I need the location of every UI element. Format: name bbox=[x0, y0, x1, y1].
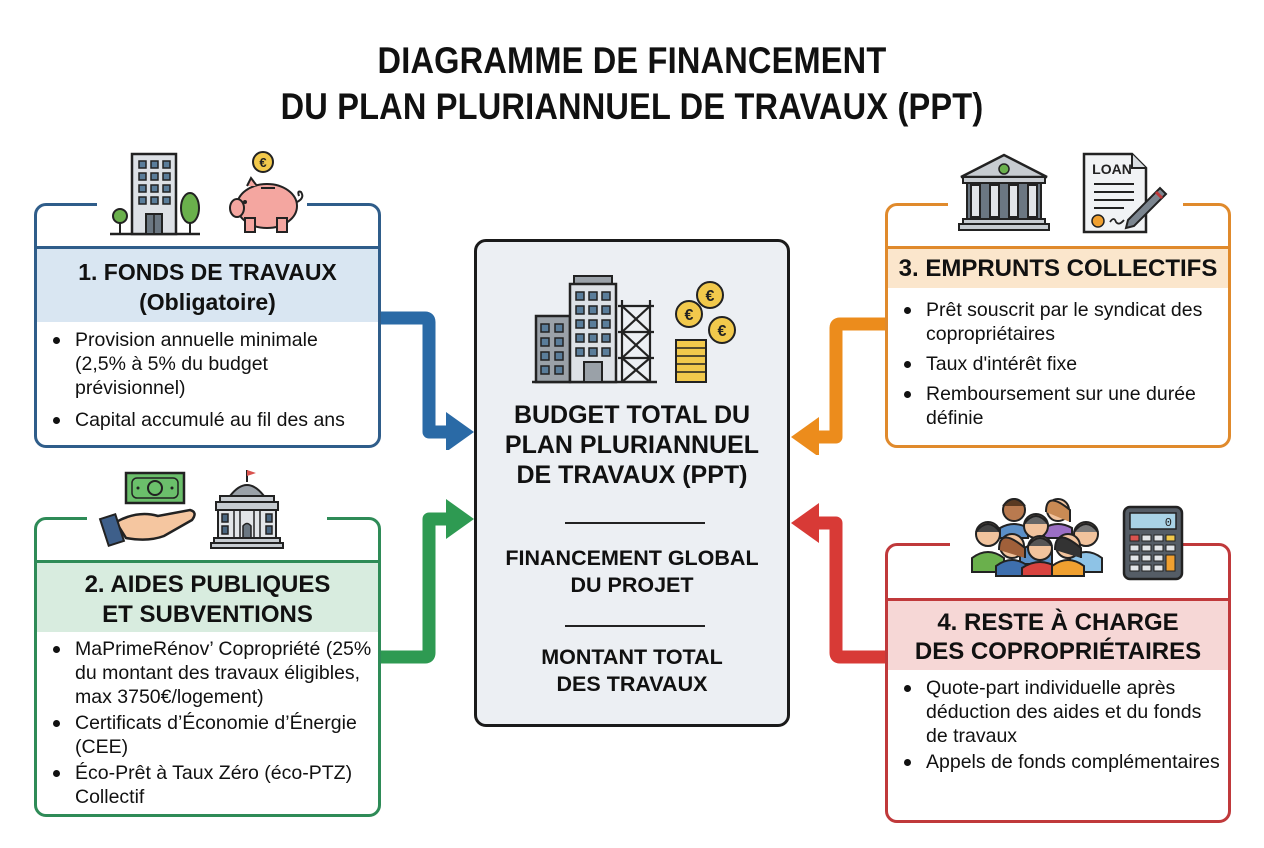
title-line-1: DIAGRAMME DE FINANCEMENT bbox=[377, 40, 887, 81]
budget-total-heading: BUDGET TOTAL DU PLAN PLURIANNUEL DE TRAV… bbox=[477, 400, 787, 490]
bullet-item: MaPrimeRénov’ Copropriété (25% du montan… bbox=[53, 638, 372, 708]
box-title: 1. FONDS DE TRAVAUX bbox=[78, 259, 337, 285]
box-aides-publiques: 2. AIDES PUBLIQUES ET SUBVENTIONS MaPrim… bbox=[34, 516, 381, 817]
bullet-item: Certificats d’Économie d’Énergie (CEE) bbox=[53, 711, 372, 759]
financement-global-label: FINANCEMENT GLOBAL DU PROJET bbox=[477, 545, 787, 599]
subheading-line: FINANCEMENT GLOBAL bbox=[505, 546, 759, 570]
box-title: 4. RESTE À CHARGE bbox=[937, 609, 1179, 636]
box-title: 3. EMPRUNTS COLLECTIFS bbox=[898, 255, 1218, 282]
montant-total-label: MONTANT TOTAL DES TRAVAUX bbox=[477, 644, 787, 698]
svg-text:LOAN: LOAN bbox=[1092, 161, 1132, 177]
box-reste-a-charge: 4. RESTE À CHARGE DES COPROPRIÉTAIRES Qu… bbox=[885, 542, 1231, 823]
svg-text:0: 0 bbox=[1165, 516, 1172, 530]
svg-text:€: € bbox=[685, 307, 694, 324]
government-building-icon bbox=[210, 470, 284, 549]
arrow-reste-to-budget-icon bbox=[791, 503, 887, 664]
bullet-list: Quote-part individuelle après déduction … bbox=[888, 676, 1228, 776]
box-header: 2. AIDES PUBLIQUES ET SUBVENTIONS bbox=[37, 560, 378, 632]
svg-text:€: € bbox=[706, 288, 715, 305]
bullet-item: Capital accumulé au fil des ans bbox=[53, 408, 372, 432]
bullet-item: Remboursement sur une durée définie bbox=[904, 382, 1222, 430]
box-header: 1. FONDS DE TRAVAUX (Obligatoire) bbox=[37, 246, 378, 322]
bullet-list: Provision annuelle minimale (2,5% à 5% d… bbox=[37, 328, 378, 440]
footer-line: MONTANT TOTAL bbox=[541, 645, 723, 669]
piggy-bank-euro-icon: € bbox=[229, 151, 304, 233]
box-header: 3. EMPRUNTS COLLECTIFS bbox=[888, 246, 1228, 288]
heading-line: PLAN PLURIANNUEL bbox=[504, 431, 760, 459]
loan-document-icon: LOAN bbox=[1082, 152, 1168, 234]
bullet-list: MaPrimeRénov’ Copropriété (25% du montan… bbox=[37, 637, 378, 811]
budget-total-box: € € € BUDGET TOTAL DU PLAN PLURIANNUEL D… bbox=[474, 239, 790, 727]
box-title-line-2: ET SUBVENTIONS bbox=[102, 601, 313, 628]
bank-icon bbox=[958, 153, 1050, 231]
box-title-line-2: DES COPROPRIÉTAIRES bbox=[914, 638, 1202, 665]
calculator-icon: 0 bbox=[1122, 505, 1184, 581]
box-subtitle: (Obligatoire) bbox=[139, 289, 276, 315]
box-emprunts-collectifs: 3. EMPRUNTS COLLECTIFS Prêt souscrit par… bbox=[885, 202, 1231, 448]
arrow-aides-to-budget-icon bbox=[380, 499, 474, 664]
bullet-item: Taux d'intérêt fixe bbox=[904, 352, 1222, 376]
box-fonds-de-travaux: 1. FONDS DE TRAVAUX (Obligatoire) Provis… bbox=[34, 202, 381, 448]
bullet-item: Éco-Prêt à Taux Zéro (éco-PTZ) Collectif bbox=[53, 761, 372, 809]
arrow-emprunts-to-budget-icon bbox=[791, 317, 887, 455]
euro-coins-icon: € € € bbox=[675, 281, 736, 383]
subheading-line: DU PROJET bbox=[570, 573, 694, 597]
bullet-list: Prêt souscrit par le syndicat des coprop… bbox=[888, 298, 1228, 436]
bullet-item: Appels de fonds complémentaires bbox=[904, 750, 1222, 774]
box-title: 2. AIDES PUBLIQUES bbox=[84, 571, 331, 598]
divider bbox=[565, 522, 705, 524]
box-header: 4. RESTE À CHARGE DES COPROPRIÉTAIRES bbox=[888, 598, 1228, 670]
arrow-fonds-to-budget-icon bbox=[380, 311, 474, 450]
diagram-title: DIAGRAMME DE FINANCEMENT DU PLAN PLURIAN… bbox=[76, 38, 1188, 130]
svg-text:€: € bbox=[259, 155, 266, 170]
bullet-item: Prêt souscrit par le syndicat des coprop… bbox=[904, 298, 1222, 346]
title-line-2: DU PLAN PLURIANNUEL DE TRAVAUX (PPT) bbox=[280, 86, 984, 127]
heading-line: DE TRAVAUX (PPT) bbox=[516, 461, 748, 489]
people-group-icon bbox=[971, 498, 1103, 577]
svg-text:€: € bbox=[718, 323, 727, 340]
divider bbox=[565, 625, 705, 627]
footer-line: DES TRAVAUX bbox=[556, 672, 708, 696]
building-trees-icon bbox=[110, 152, 200, 236]
buildings-scaffolding-icon bbox=[532, 275, 657, 384]
heading-line: BUDGET TOTAL DU bbox=[513, 401, 751, 429]
hand-money-icon bbox=[98, 471, 196, 548]
bullet-item: Quote-part individuelle après déduction … bbox=[904, 676, 1222, 748]
bullet-item: Provision annuelle minimale (2,5% à 5% d… bbox=[53, 328, 372, 400]
